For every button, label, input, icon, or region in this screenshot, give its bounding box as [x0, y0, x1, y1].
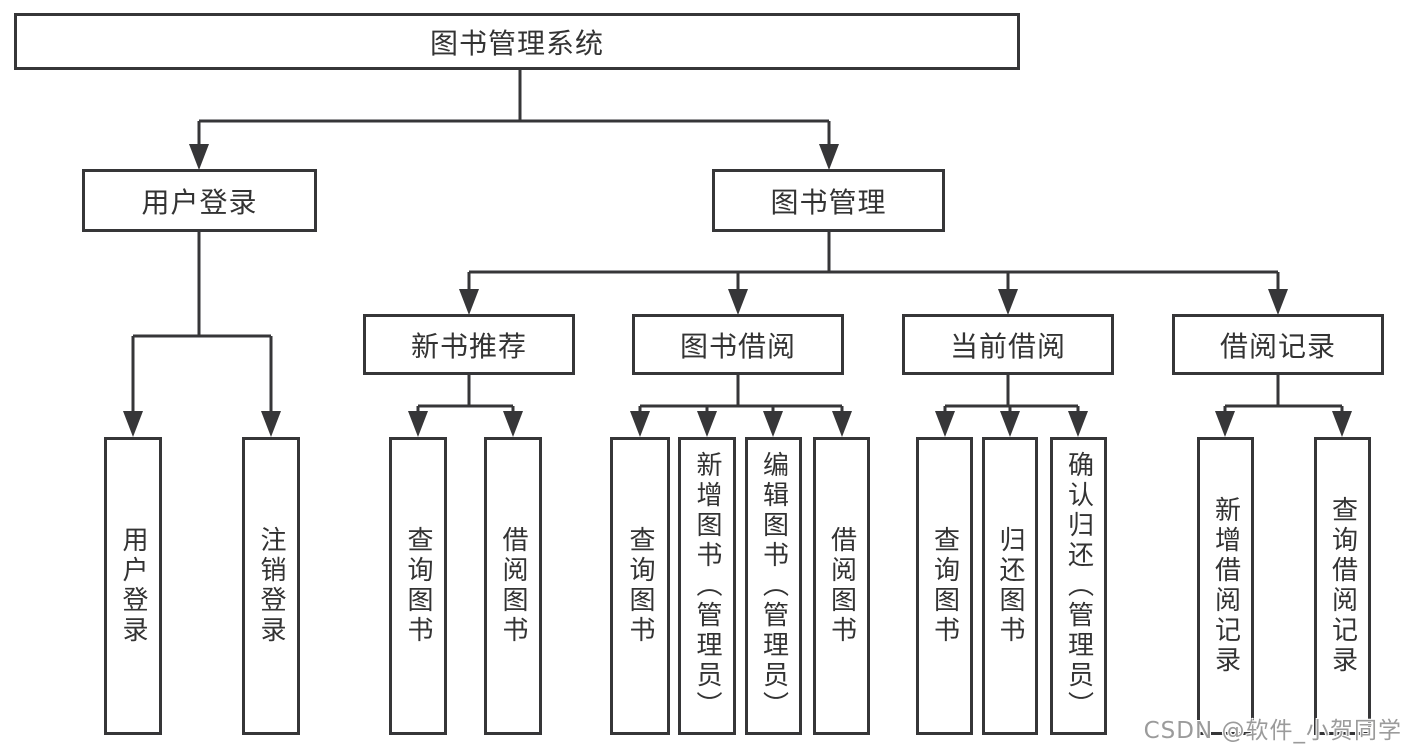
leaf-br-add-borrow-record-label: 新增借阅记录 — [1210, 496, 1241, 676]
leaf-cb-return-book: 归还图书 — [982, 437, 1038, 735]
leaf-bb-add-book-admin-label: 新增图书（管理员） — [692, 451, 722, 721]
leaf-nbr-query-book: 查询图书 — [389, 437, 447, 735]
leaf-bb-query-book-label: 查询图书 — [625, 526, 655, 646]
leaf-bb-add-book-admin: 新增图书（管理员） — [678, 437, 736, 735]
node-new-book-recommend: 新书推荐 — [363, 314, 575, 375]
leaf-bb-edit-book-admin-label: 编辑图书（管理员） — [758, 451, 789, 721]
node-book-borrow-label: 图书借阅 — [679, 329, 796, 363]
leaf-nbr-borrow-book-label: 借阅图书 — [498, 526, 528, 646]
leaf-br-add-borrow-record: 新增借阅记录 — [1197, 437, 1254, 735]
node-library-management-system-label: 图书管理系统 — [429, 26, 604, 60]
node-book-management: 图书管理 — [712, 169, 945, 232]
node-current-borrow: 当前借阅 — [902, 314, 1114, 375]
leaf-bb-borrow-book-label: 借阅图书 — [826, 526, 857, 646]
node-book-borrow: 图书借阅 — [632, 314, 844, 375]
leaf-cb-query-book: 查询图书 — [916, 437, 973, 735]
leaf-bb-borrow-book: 借阅图书 — [813, 437, 870, 735]
leaf-nbr-query-book-label: 查询图书 — [403, 526, 433, 646]
node-user-login: 用户登录 — [82, 169, 317, 232]
node-book-management-label: 图书管理 — [770, 185, 887, 219]
node-user-login-label: 用户登录 — [141, 185, 258, 219]
leaf-br-query-borrow-record-label: 查询借阅记录 — [1327, 496, 1358, 676]
leaf-cb-return-book-label: 归还图书 — [995, 526, 1025, 646]
node-borrow-record-label: 借阅记录 — [1219, 329, 1336, 363]
node-new-book-recommend-label: 新书推荐 — [410, 329, 527, 363]
node-library-management-system: 图书管理系统 — [14, 13, 1020, 70]
node-current-borrow-label: 当前借阅 — [949, 329, 1066, 363]
leaf-bb-edit-book-admin: 编辑图书（管理员） — [745, 437, 802, 735]
leaf-cb-confirm-return-admin-label: 确认归还（管理员） — [1063, 451, 1094, 721]
leaf-cb-confirm-return-admin: 确认归还（管理员） — [1050, 437, 1107, 735]
node-borrow-record: 借阅记录 — [1172, 314, 1384, 375]
leaf-bb-query-book: 查询图书 — [610, 437, 670, 735]
leaf-logout-label: 注销登录 — [256, 526, 286, 646]
leaf-logout: 注销登录 — [242, 437, 300, 735]
leaf-user-login-label: 用户登录 — [118, 526, 148, 646]
leaf-br-query-borrow-record: 查询借阅记录 — [1314, 437, 1371, 735]
leaf-nbr-borrow-book: 借阅图书 — [484, 437, 542, 735]
leaf-cb-query-book-label: 查询图书 — [929, 526, 960, 646]
csdn-watermark: CSDN @软件_小贺同学 — [1143, 718, 1402, 744]
leaf-user-login: 用户登录 — [104, 437, 162, 735]
